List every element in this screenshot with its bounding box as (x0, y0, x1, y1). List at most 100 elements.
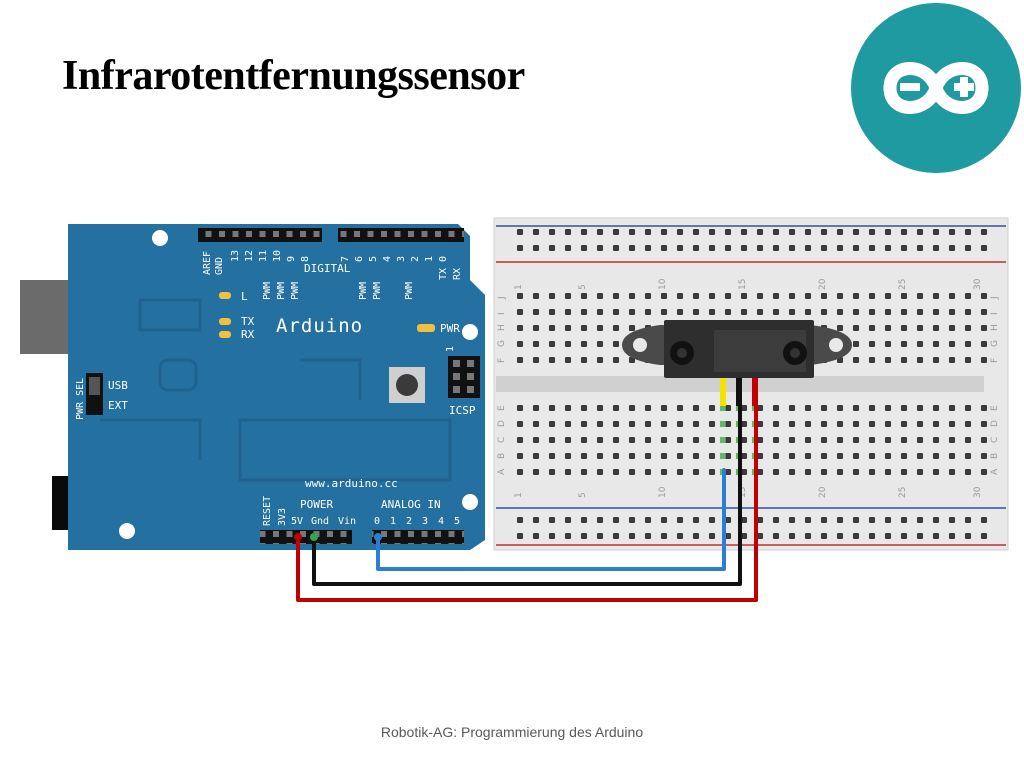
pin-label: 10 (272, 250, 283, 262)
led-pwr-label: PWR (440, 322, 460, 335)
row-letter: J (497, 296, 507, 300)
pin-label: 13 (230, 250, 241, 262)
arduino-logo-icon (851, 3, 1021, 173)
tx-label: TX (438, 268, 449, 280)
pin-label: 4 (438, 516, 444, 527)
row-letter: D (990, 420, 1000, 427)
col-number: 20 (818, 486, 828, 498)
arduino-board: AREF GND 13 12 11 10 9 8 7 6 5 4 3 2 1 0… (20, 224, 485, 550)
col-number: 10 (658, 278, 668, 290)
row-letter: G (497, 340, 507, 347)
row-letter: H (497, 324, 507, 331)
analog-label: ANALOG IN (381, 498, 441, 511)
pin-label: Gnd (311, 516, 329, 527)
led-pwr (417, 324, 435, 332)
led-l-label: L (241, 290, 248, 303)
icsp-pin-label: 1 (445, 346, 456, 352)
sensor-ground-lead (736, 378, 742, 406)
led-rx-label: RX (241, 328, 255, 341)
pin-label: 3 (396, 256, 407, 262)
signal-wire (376, 468, 726, 571)
sensor-power-lead (752, 378, 758, 406)
pin-label: GND (214, 257, 225, 275)
row-letter: I (497, 312, 507, 315)
pin-label: 1 (390, 516, 396, 527)
row-letter: D (497, 420, 507, 427)
col-number: 30 (973, 278, 983, 290)
icsp-label: ICSP (449, 404, 476, 417)
row-letter: E (990, 405, 1000, 411)
rx-label: RX (452, 268, 463, 280)
bottom-power-rail (512, 512, 992, 544)
board-name: Arduino (276, 315, 363, 337)
row-letter: C (990, 437, 1000, 443)
pin-label: AREF (202, 251, 213, 275)
col-number: 1 (514, 284, 524, 290)
pin-label: 6 (354, 256, 365, 262)
ext-label: EXT (108, 399, 128, 412)
led-l (219, 292, 231, 299)
power-wire (296, 404, 758, 602)
pwm-label: PWM (262, 282, 273, 300)
pin-label: 1 (424, 256, 435, 262)
col-number: 5 (578, 284, 588, 290)
row-letter: I (990, 312, 1000, 315)
slide-title: Infrarotentfernungssensor (62, 53, 525, 99)
pin-label: 8 (300, 256, 311, 262)
row-letter: B (497, 453, 507, 459)
row-letter: F (497, 358, 507, 363)
col-number: 30 (973, 486, 983, 498)
board-url: www.arduino.cc (305, 477, 398, 490)
pwm-label: PWM (276, 282, 287, 300)
led-rx (219, 331, 231, 338)
led-tx (219, 318, 231, 325)
pwm-label: PWM (404, 282, 415, 300)
row-letter: H (990, 324, 1000, 331)
col-number: 5 (578, 492, 588, 498)
pin-label: 12 (244, 250, 255, 262)
row-letter: E (497, 405, 507, 411)
col-number: 20 (818, 278, 828, 290)
row-letter: A (990, 468, 1000, 475)
row-letter: J (990, 296, 1000, 300)
power-label: POWER (300, 498, 333, 511)
ir-distance-sensor (622, 320, 852, 406)
col-number: 15 (738, 487, 748, 498)
col-number: 1 (514, 492, 524, 498)
breadboard: 1 5 10 15 20 25 30 1 5 10 15 20 25 30 J … (493, 217, 1009, 551)
pin-label: 3V3 (277, 508, 288, 526)
pin-label: 4 (382, 256, 393, 262)
pin-label: 5 (368, 256, 379, 262)
col-number: 25 (898, 279, 908, 290)
pin-label: 11 (258, 250, 269, 262)
pin-label: RESET (262, 496, 273, 526)
row-letter: F (990, 358, 1000, 363)
pin-label: 0 (438, 256, 449, 262)
digital-label: DIGITAL (304, 262, 351, 275)
slide-footer: Robotik-AG: Programmierung des Arduino (380, 724, 644, 740)
pwm-label: PWM (290, 282, 301, 300)
row-letter: G (990, 340, 1000, 347)
row-letter: B (990, 453, 1000, 459)
pin-label: 5V (291, 516, 303, 527)
pwr-sel-label: PWR SEL (75, 378, 86, 420)
usb-label: USB (108, 379, 128, 392)
pin-label: 9 (286, 256, 297, 262)
top-power-rail (512, 228, 992, 260)
pin-label: Vin (338, 516, 356, 527)
pin-label: 0 (374, 516, 380, 527)
ground-wire (312, 404, 742, 586)
row-letter: C (497, 437, 507, 443)
row-letter: A (497, 468, 507, 475)
pwm-label: PWM (372, 282, 383, 300)
led-tx-label: TX (241, 315, 255, 328)
pin-label: 5 (454, 516, 460, 527)
pin-label: 2 (406, 516, 412, 527)
sensor-signal-lead (720, 378, 726, 406)
col-number: 10 (658, 486, 668, 498)
pin-label: 3 (422, 516, 428, 527)
icsp-header (448, 356, 480, 398)
col-number: 15 (738, 279, 748, 290)
col-number: 25 (898, 487, 908, 498)
